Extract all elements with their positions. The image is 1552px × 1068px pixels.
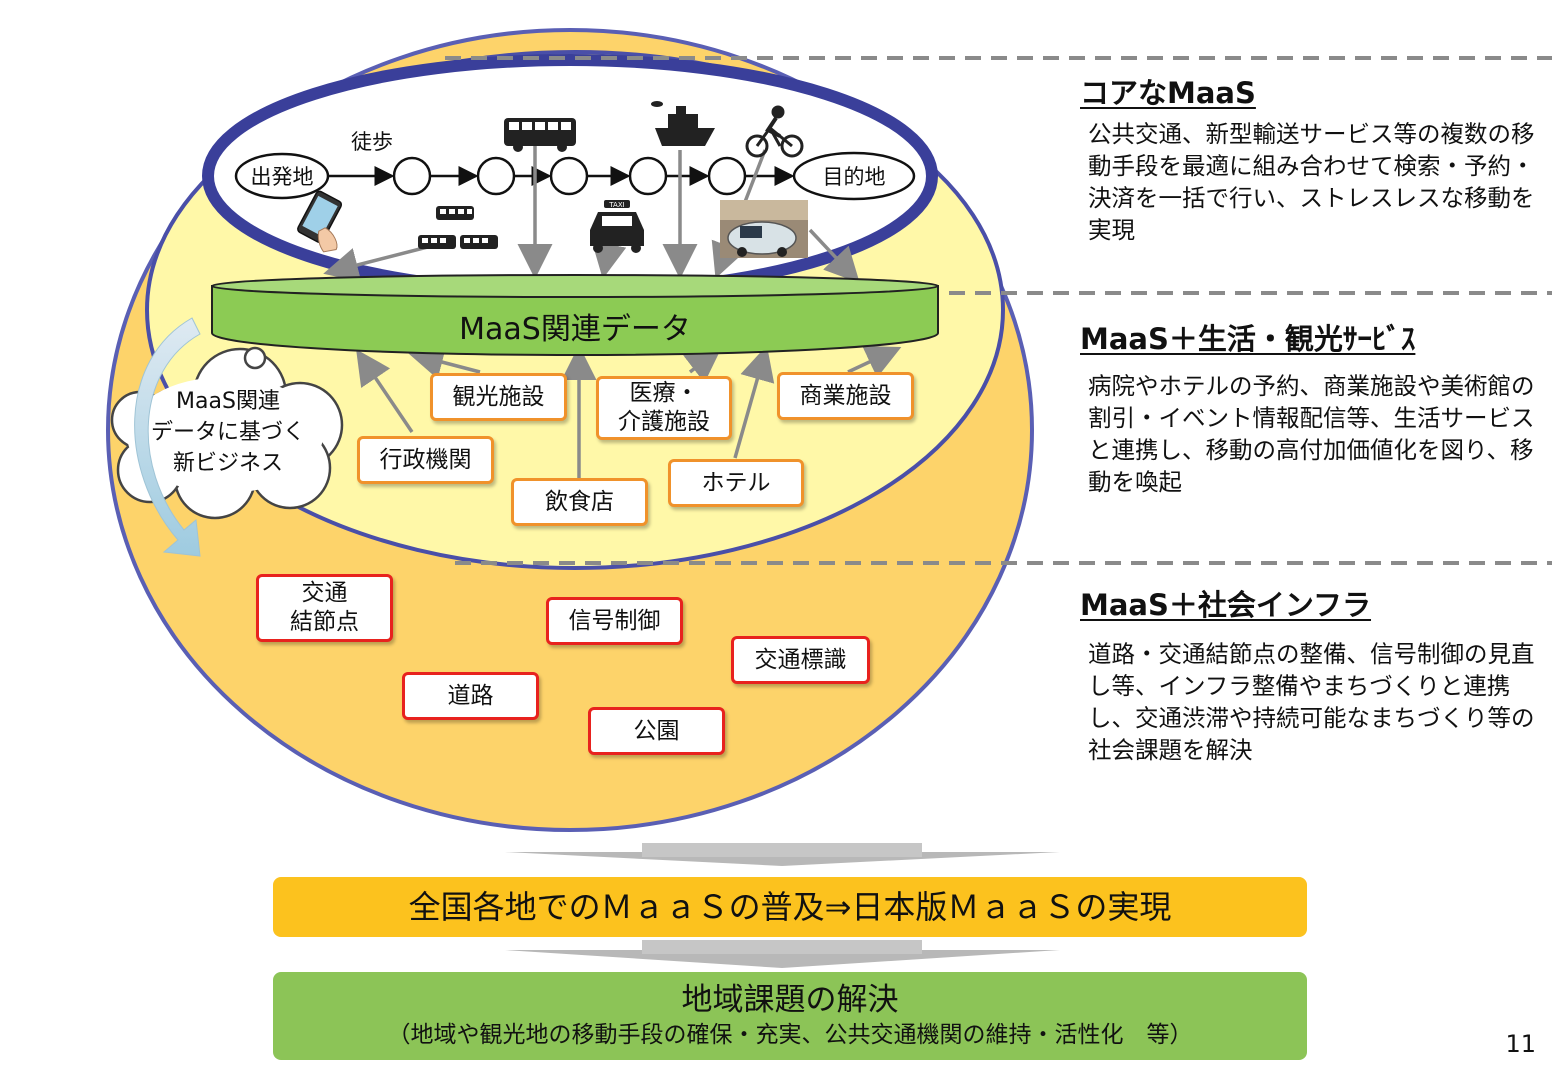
route-stop [392, 156, 432, 196]
data-arrow [683, 347, 722, 383]
route-stop [628, 156, 668, 196]
level-2-text: 病院やホテルの予約、商業施設や美術館の割引・イベント情報配信等、生活サービスと連… [1088, 372, 1535, 496]
data-arrow [408, 345, 481, 380]
banner-regional-issues-subtitle: （地域や観光地の移動手段の確保・充実、公共交通機関の維持・活性化 等） [387, 1022, 1193, 1048]
bus-icon [504, 118, 576, 152]
banner-regional-issues-title: 地域課題の解決 [681, 982, 899, 1018]
destination-label: 目的地 [822, 165, 886, 189]
taxi-sign-text: TAXI [608, 201, 624, 209]
down-arrow [642, 843, 922, 857]
level-3-text: 道路・交通結節点の整備、信号制御の見直し等、インフラ整備やまちづくりと連携し、交… [1088, 640, 1535, 764]
route-stop [707, 156, 747, 196]
cloud-fill [127, 377, 323, 493]
walk-label: 徒歩 [351, 130, 393, 154]
infra-box-signal-control: 信号制御 [546, 597, 683, 645]
data-arrow [356, 349, 414, 433]
infra-box-road: 道路 [402, 672, 539, 720]
route-stop [476, 156, 516, 196]
banner-nationwide-maas: 全国各地でのＭａａＳの普及⇒日本版ＭａａＳの実現 [273, 877, 1307, 937]
taxi-icon: TAXI [590, 200, 644, 253]
data-band-body [211, 285, 939, 356]
data-arrow [733, 345, 775, 459]
level-2-heading: MaaS＋生活・観光ｻｰﾋﾞｽ [1080, 322, 1416, 356]
small-ev-car-icon [720, 200, 808, 258]
down-arrow [642, 940, 922, 954]
smartphone-icon [297, 190, 343, 253]
service-box-medical: 医療・ 介護施設 [596, 376, 732, 440]
train-icon [418, 206, 498, 249]
banner-regional-issues: 地域課題の解決 （地域や観光地の移動手段の確保・充実、公共交通機関の維持・活性化… [273, 972, 1307, 1060]
infra-box-park: 公園 [588, 707, 725, 755]
service-box-sightseeing: 観光施設 [430, 373, 567, 421]
data-band-label: MaaS関連データ [459, 312, 691, 347]
data-arrow [847, 346, 902, 378]
level-1-heading: コアなMaaS [1080, 76, 1256, 110]
bicycle-icon [745, 105, 804, 158]
down-arrow [505, 950, 1060, 968]
curved-arrow [134, 317, 201, 557]
level-1-text: 公共交通、新型輸送サービス等の複数の移動手段を最適に組み合わせて検索・予約・決済… [1088, 120, 1535, 244]
service-box-hotel: ホテル [668, 459, 804, 507]
banner-nationwide-maas-text: 全国各地でのＭａａＳの普及⇒日本版ＭａａＳの実現 [408, 888, 1172, 926]
service-box-commercial: 商業施設 [777, 372, 914, 420]
data-arrow [591, 241, 627, 279]
service-box-government: 行政機関 [357, 436, 494, 484]
data-band-top [211, 274, 939, 298]
data-arrow [808, 228, 860, 284]
page-number: 11 [1505, 1030, 1536, 1058]
cloud-label: MaaS関連 データに基づく 新ビジネス [150, 388, 305, 476]
ship-icon [651, 101, 715, 146]
service-box-restaurant: 飲食店 [511, 478, 648, 526]
route-stop [549, 156, 589, 196]
infra-box-traffic-sign: 交通標識 [731, 636, 870, 684]
origin-label: 出発地 [250, 165, 314, 189]
level-3-heading: MaaS＋社会インフラ [1080, 588, 1372, 622]
infra-box-transit-hub: 交通 結節点 [256, 574, 393, 642]
